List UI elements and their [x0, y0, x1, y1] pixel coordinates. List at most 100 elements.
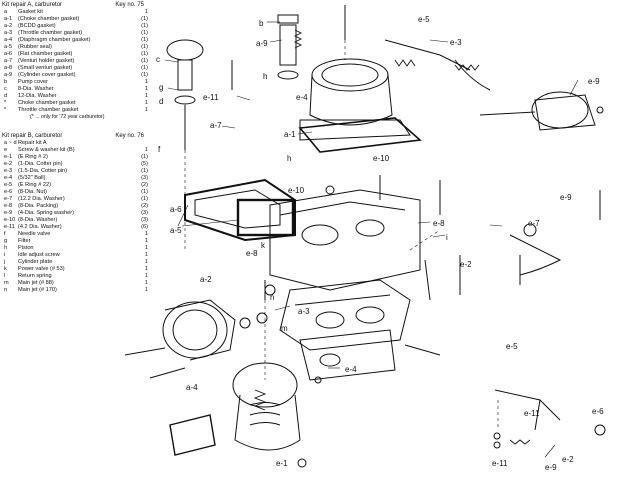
legend-desc: Needle valve: [18, 231, 51, 237]
kit-a-key: Key no. 75: [115, 2, 144, 8]
legend-desc: Main jet (# 170): [18, 287, 57, 293]
legend-key: b: [4, 79, 8, 85]
legend-key: m: [4, 280, 9, 286]
legend-row: e-3(1.5-Dia. Cotter pin)(1): [2, 168, 152, 175]
legend-key: e-10: [4, 217, 16, 223]
legend-desc: (Flat chamber gasket): [18, 51, 73, 57]
diaphragm-gasket: [169, 414, 216, 456]
legend-desc: Repair kit A: [18, 140, 47, 146]
callout-e-9-low: e-9: [545, 463, 557, 472]
kit-a-title: Kit repair A, carburetor: [2, 2, 63, 8]
legend-qty: 1: [144, 100, 148, 106]
callout-a-9-top: a-9: [256, 39, 268, 48]
callout-e-9-mid: e-9: [560, 193, 572, 202]
callout-e-8-right: e-8: [433, 219, 445, 228]
legend-key: e-5: [4, 182, 13, 188]
legend-desc: (Throttle chamber gasket): [18, 30, 83, 36]
legend-qty: 1: [144, 280, 148, 286]
legend-desc: (12.2 Dia. Washer): [18, 196, 65, 202]
legend-desc: Piston: [18, 245, 34, 251]
legend-qty: (1): [141, 23, 148, 29]
gasket-inner-outline: [194, 189, 281, 229]
legend-qty: (1): [141, 72, 148, 78]
legend-desc: Filter: [18, 238, 31, 244]
legend-key: e-6: [4, 189, 13, 195]
callout-c: c: [156, 55, 160, 64]
legend-row: e-4(5/32" Ball)(3): [2, 175, 152, 182]
legend-qty: 1: [144, 287, 148, 293]
legend-row: a-2(BCDD gasket)(1): [2, 23, 152, 30]
legend-key: d: [4, 93, 8, 99]
legend-qty: (1): [141, 16, 148, 22]
legend-qty: (1): [141, 196, 148, 202]
throttle-chamber: [279, 279, 411, 351]
legend-desc: (Small venturi gasket): [18, 65, 73, 71]
legend-desc: (5/32" Ball): [18, 175, 46, 181]
kit-b-title: Kit repair B, carburetor: [2, 133, 63, 139]
callout-f: f: [158, 145, 161, 154]
legend-desc: Screw & washer kit (B): [18, 147, 75, 153]
legend-row: a-4(Diaphragm chamber gasket)(1): [2, 37, 152, 44]
legend-qty: 1: [144, 9, 148, 15]
legend-row: a-1(Choke chamber gasket)(1): [2, 16, 152, 23]
callout-e-11-top: e-11: [203, 93, 219, 102]
choke-chamber-gasket: [298, 117, 422, 153]
legend-qty: (1): [141, 30, 148, 36]
legend-key: c: [4, 86, 7, 92]
callout-a-7: a-7: [210, 121, 222, 130]
legend-key: a-6: [4, 51, 13, 57]
legend-row: a-9(Cylinder cover gasket)(1): [2, 72, 152, 79]
callout-e-3: e-3: [450, 38, 462, 47]
legend-qty: (2): [141, 203, 148, 209]
callout-e-10-left: e-10: [288, 186, 305, 195]
callout-h-top: h: [263, 72, 267, 81]
legend-row: e-11(4.2 Dia. Washer)(6): [2, 224, 152, 231]
legend-desc: 8-Dia. Washer: [18, 86, 54, 92]
legend-desc: (Diaphragm chamber gasket): [18, 37, 91, 43]
legend-desc: Gasket kit: [18, 9, 43, 15]
kit-a-header: Kit repair A, carburetor Key no. 75: [2, 2, 152, 9]
legend-qty: (5): [141, 161, 148, 167]
legend-qty: 1: [144, 107, 148, 113]
legend-qty: 1: [144, 147, 148, 153]
vacuum-unit: [479, 91, 596, 131]
legend-desc: (Rubber seal): [18, 44, 52, 50]
callout-e-9-right: e-9: [588, 77, 600, 86]
legend-qty: (3): [141, 175, 148, 181]
callout-h-mid: h: [287, 154, 291, 163]
throttle-body: [299, 329, 396, 381]
legend-key: a-7: [4, 58, 13, 64]
legend-row: n Main jet (# 170) 1: [2, 287, 152, 294]
callout-e-6: e-6: [592, 407, 604, 416]
legend-key: n: [4, 287, 8, 293]
callout-e-11-low: e-11: [524, 409, 540, 418]
legend-desc: Power valve (# 53): [18, 266, 65, 272]
legend-qty: (3): [141, 210, 148, 216]
callout-a-4: a-4: [186, 383, 198, 392]
legend-desc: (E Ring # 2): [18, 154, 48, 160]
legend-desc: (E Ring # 22): [18, 182, 51, 188]
callout-b: b: [259, 19, 264, 28]
legend-key: k: [4, 266, 7, 272]
legend-key: a ~ d: [4, 140, 17, 146]
callout-e-5-top: e-5: [418, 15, 430, 24]
legend-desc: (Choke chamber gasket): [18, 16, 80, 22]
legend-row: m Main jet (# 88) 1: [2, 280, 152, 287]
screws-small-parts: [231, 5, 606, 468]
callout-i: i: [446, 233, 448, 242]
callout-e-7: e-7: [528, 219, 540, 228]
legend-qty: (3): [141, 217, 148, 223]
legend-key: f: [4, 231, 6, 237]
legend-desc: Main jet (# 88): [18, 280, 54, 286]
legend-desc: (8-Dia. Washer): [18, 217, 58, 223]
callout-e-10-mid: e-10: [373, 154, 390, 163]
legend-qty: 1: [144, 252, 148, 258]
